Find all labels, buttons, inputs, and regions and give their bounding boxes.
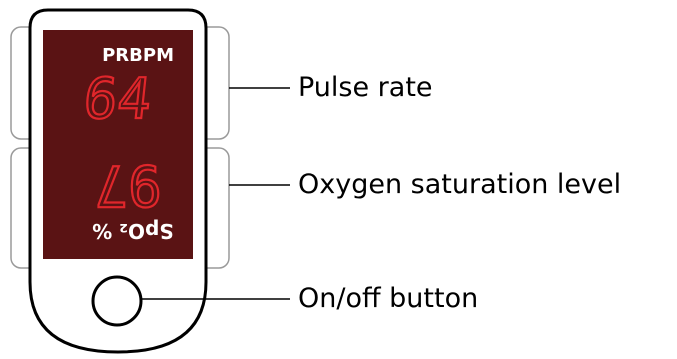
- power-button[interactable]: [91, 275, 143, 327]
- pulse-rate-digits: 64: [80, 67, 154, 132]
- display-screen: [43, 30, 193, 259]
- oxygen-level-callout: Oxygen saturation level: [298, 169, 622, 200]
- prbpm-label: PRBPM: [102, 45, 174, 66]
- spo2-unit-label: SpO₂ %: [92, 219, 173, 243]
- pulse-rate-callout: Pulse rate: [298, 72, 433, 103]
- on-off-button-callout: On/off button: [298, 283, 479, 314]
- spo2-digits: 97: [94, 152, 161, 217]
